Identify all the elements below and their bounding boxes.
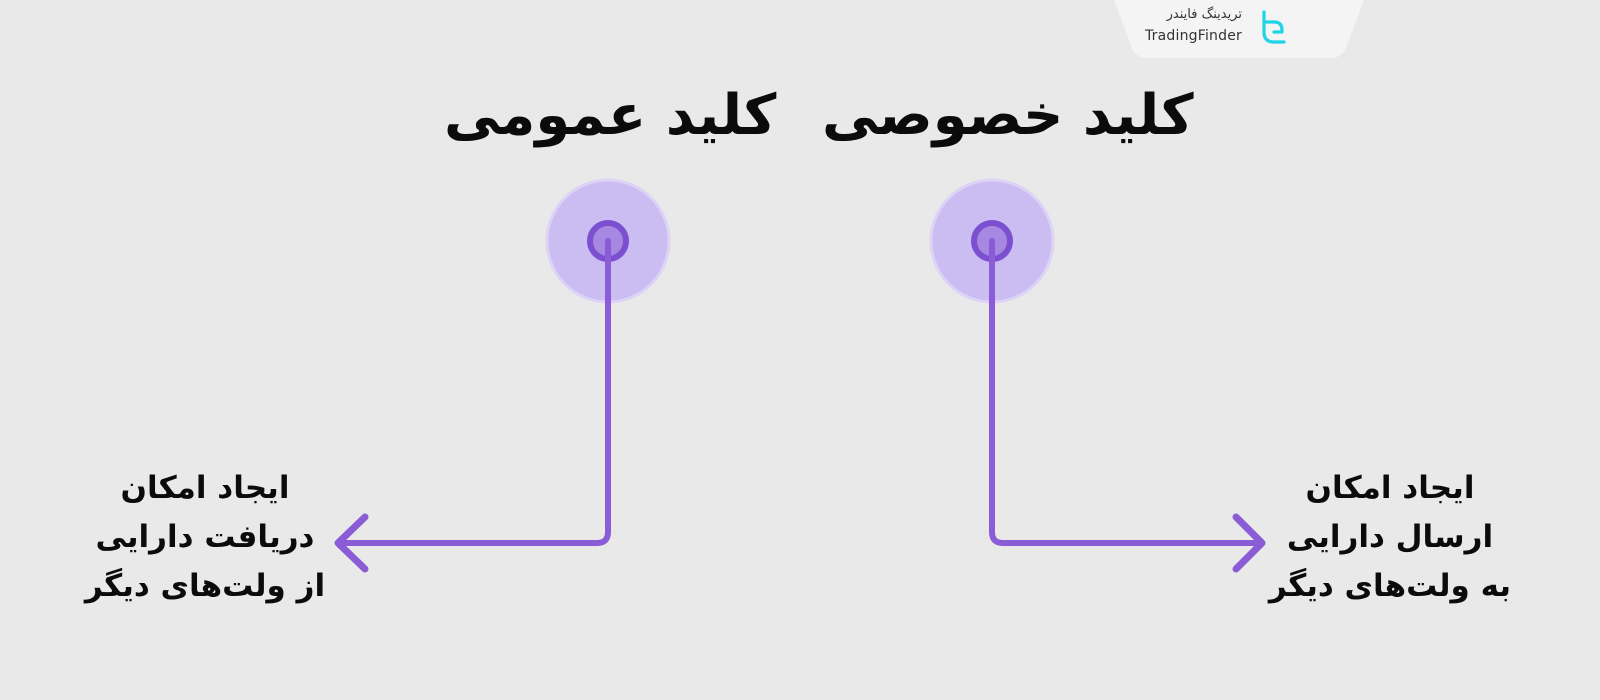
public-key-connector	[342, 238, 611, 546]
brand-text: تریدینگ فایندر TradingFinder	[1145, 8, 1242, 43]
brand-header: تریدینگ فایندر TradingFinder	[1114, 0, 1364, 60]
public-key-description-line-2: دریافت دارایی	[95, 519, 315, 555]
tradingfinder-logo-icon	[1262, 10, 1286, 44]
private-key-description-line-2: ارسال دارایی	[1286, 519, 1494, 555]
public-key-description-line-3: از ولت‌های دیگر	[84, 568, 326, 604]
public-key-description: ایجاد امکان دریافت دارایی از ولت‌های دیگ…	[70, 464, 340, 611]
public-key-title: کلید عمومی	[444, 83, 777, 148]
private-key-description: ایجاد امکان ارسال دارایی به ولت‌های دیگر	[1240, 464, 1540, 611]
private-key-description-line-3: به ولت‌های دیگر	[1268, 568, 1512, 604]
private-key-arrowhead-right	[1232, 513, 1266, 573]
brand-name-fa: تریدینگ فایندر	[1166, 7, 1242, 22]
brand-tab-background	[1114, 0, 1364, 58]
brand-name-en: TradingFinder	[1144, 28, 1242, 44]
private-key-title: کلید خصوصی	[822, 83, 1194, 148]
private-key-description-line-1: ایجاد امکان	[1305, 470, 1475, 506]
public-key-description-line-1: ایجاد امکان	[120, 470, 290, 506]
private-key-connector	[989, 238, 1258, 546]
public-key-arrowhead-left	[334, 513, 369, 573]
